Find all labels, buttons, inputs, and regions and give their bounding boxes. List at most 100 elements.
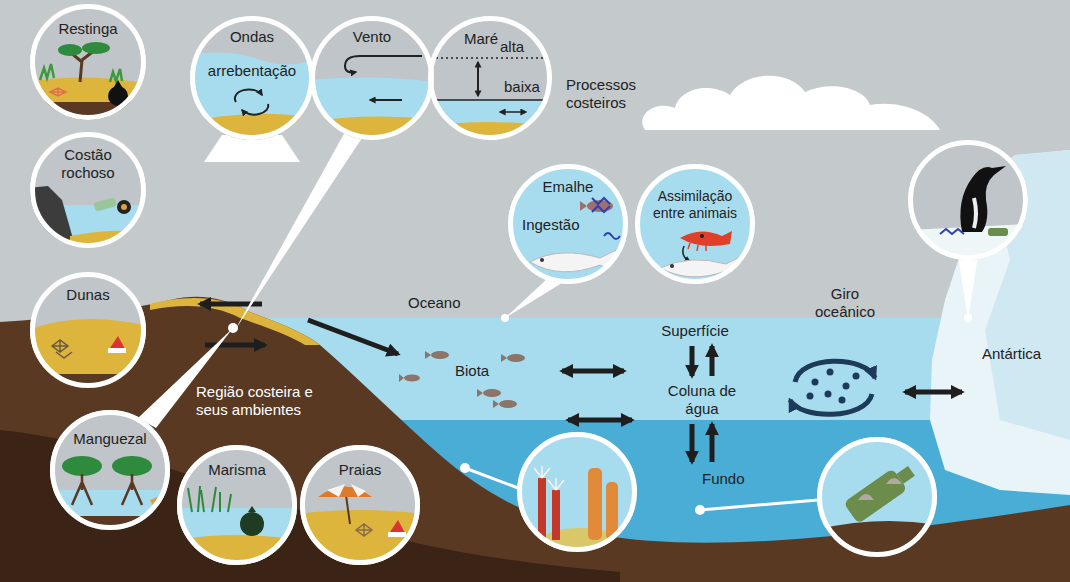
cloud <box>642 76 940 130</box>
diagram-label: Biota <box>455 362 505 380</box>
assimilation-scene <box>670 264 674 268</box>
callout-tails <box>958 255 978 320</box>
circle-node: Costão rochoso <box>30 132 146 248</box>
antarctic-bird-scene <box>906 138 1030 262</box>
rocky-shore-scene <box>117 200 131 214</box>
dunes-scene <box>52 340 72 358</box>
assimilation-scene <box>700 234 704 238</box>
callout-tails <box>235 132 362 330</box>
fish-school <box>399 351 525 408</box>
dunes-scene <box>110 336 125 349</box>
seafloor-debris-scene <box>815 435 939 559</box>
plain-circle-borders <box>520 435 635 550</box>
circle-label: Ingestão <box>522 216 602 234</box>
ocean-gyre <box>795 361 875 382</box>
ground <box>0 297 1070 582</box>
ocean-gyre <box>853 373 860 380</box>
circle-node: Restinga <box>30 4 146 120</box>
mangrove-scene <box>153 505 163 515</box>
circle-node: Ondasarrebentação <box>190 16 314 140</box>
entanglement-scene <box>592 198 610 212</box>
mangrove-scene <box>48 408 172 532</box>
fish-school <box>477 389 483 397</box>
reef-scene <box>515 430 639 558</box>
fish-school <box>499 400 517 408</box>
plain-circle-borders <box>911 143 1026 258</box>
wind-scene <box>345 56 422 72</box>
wind-scene <box>370 99 402 101</box>
flow-arrows <box>568 418 632 423</box>
ocean-gyre <box>812 379 819 386</box>
ocean-gyre <box>790 361 875 414</box>
restinga-scene <box>58 44 82 56</box>
mangrove-scene <box>48 408 172 532</box>
beach-scene <box>298 443 422 567</box>
ocean-gyre <box>843 383 850 390</box>
entanglement-scene <box>580 201 587 211</box>
flow-arrows <box>690 346 695 376</box>
ground <box>150 298 320 345</box>
assimilation-scene <box>683 246 690 262</box>
entanglement-scene <box>506 162 630 286</box>
seafloor-debris-scene <box>843 460 919 524</box>
circle-label: Emalhe <box>523 178 613 196</box>
tide-scene <box>477 62 479 96</box>
entanglement-scene <box>506 162 630 286</box>
restinga-scene <box>114 80 122 87</box>
diagram-label: Processos costeiros <box>566 76 666 112</box>
salt-marsh-scene <box>175 508 299 567</box>
beach-scene <box>388 532 406 537</box>
ocean-gyre <box>827 369 834 376</box>
antarctic-bird-scene <box>906 138 1030 262</box>
fish-school <box>404 375 420 382</box>
callout-tails <box>964 314 972 322</box>
circle-label: Ondas <box>202 28 302 46</box>
mangrove-scene <box>112 456 152 476</box>
wind-scene <box>308 14 436 142</box>
waves-scene <box>235 89 262 102</box>
diagram-label: Oceano <box>408 294 478 312</box>
diagram-label: Giro oceânico <box>810 285 880 321</box>
fish-school <box>431 351 449 359</box>
circle-node: EmalheIngestão <box>508 164 628 284</box>
fish-school <box>501 354 507 362</box>
assimilation-scene <box>633 162 757 286</box>
rocky-shore-scene <box>28 130 148 250</box>
restinga-scene <box>40 64 122 82</box>
fish-school <box>483 389 501 397</box>
circle-node: Praias <box>300 445 420 565</box>
dunes-scene <box>28 319 148 390</box>
plain-circle-borders <box>520 143 1026 555</box>
callout-tails <box>505 278 562 318</box>
circle-label: Dunas <box>43 286 133 304</box>
diagram-label: Superfície <box>650 322 740 340</box>
cloud <box>642 76 940 130</box>
beach-scene <box>356 524 372 536</box>
ocean-gyre <box>839 397 846 404</box>
seafloor-debris-scene <box>858 478 902 500</box>
flow-arrows <box>308 320 398 354</box>
salt-marsh-scene <box>175 443 299 567</box>
salt-marsh-scene <box>248 506 256 512</box>
diagram-label: Coluna de água <box>662 382 742 418</box>
dunes-scene <box>108 348 126 353</box>
beach-scene <box>327 484 366 497</box>
beach-scene <box>298 443 422 567</box>
reef-scene <box>588 468 602 540</box>
mangrove-scene <box>62 456 102 476</box>
circle-label: baixa <box>504 78 548 96</box>
waves-scene <box>188 14 316 142</box>
ocean-gyre <box>807 369 860 404</box>
reef-scene <box>534 466 564 490</box>
callout-tails <box>460 463 470 473</box>
salt-marsh-scene <box>240 512 264 536</box>
rocky-shore-scene <box>28 130 148 250</box>
circle-label: Praias <box>310 461 410 479</box>
assimilation-scene <box>660 256 742 278</box>
flow-arrows <box>905 390 962 395</box>
salt-marsh-scene <box>175 443 299 567</box>
circle-label: Vento <box>322 28 422 46</box>
circle-label: alta <box>500 38 536 56</box>
seafloor-debris-scene <box>843 468 907 524</box>
